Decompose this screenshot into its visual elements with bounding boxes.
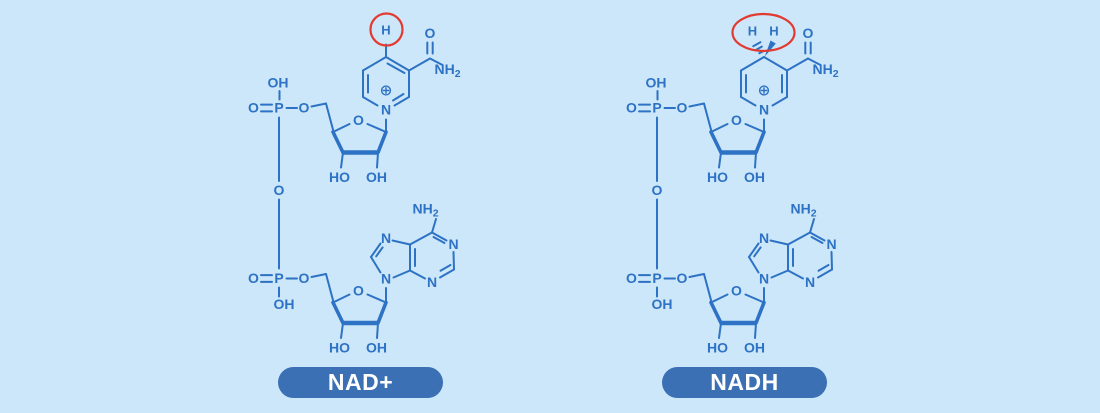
nadh-structure: H H: [626, 12, 839, 356]
nad-badge-label: NAD+: [327, 369, 394, 395]
nad-double-bond-n1c2: [392, 93, 405, 102]
nad-badge: NAD+: [278, 367, 443, 398]
nad-hydrogen-label: H: [381, 23, 390, 38]
nadh-hydrogen-right-label: H: [769, 24, 778, 39]
nadh-badge: NADH: [662, 367, 827, 398]
red-highlight-ellipse: [731, 12, 796, 53]
nad-hydrogen-highlight: H: [369, 12, 404, 58]
nad-structure: H: [248, 12, 461, 356]
nadh-hydrogen-highlight: H H: [731, 12, 796, 57]
red-highlight-circle: [369, 12, 404, 47]
nadh-badge-label: NADH: [710, 369, 779, 395]
nad-double-bond-c3c4: [386, 62, 406, 74]
nadh-hydrogen-left-label: H: [748, 24, 757, 39]
solid-wedge-bond: [764, 40, 776, 57]
